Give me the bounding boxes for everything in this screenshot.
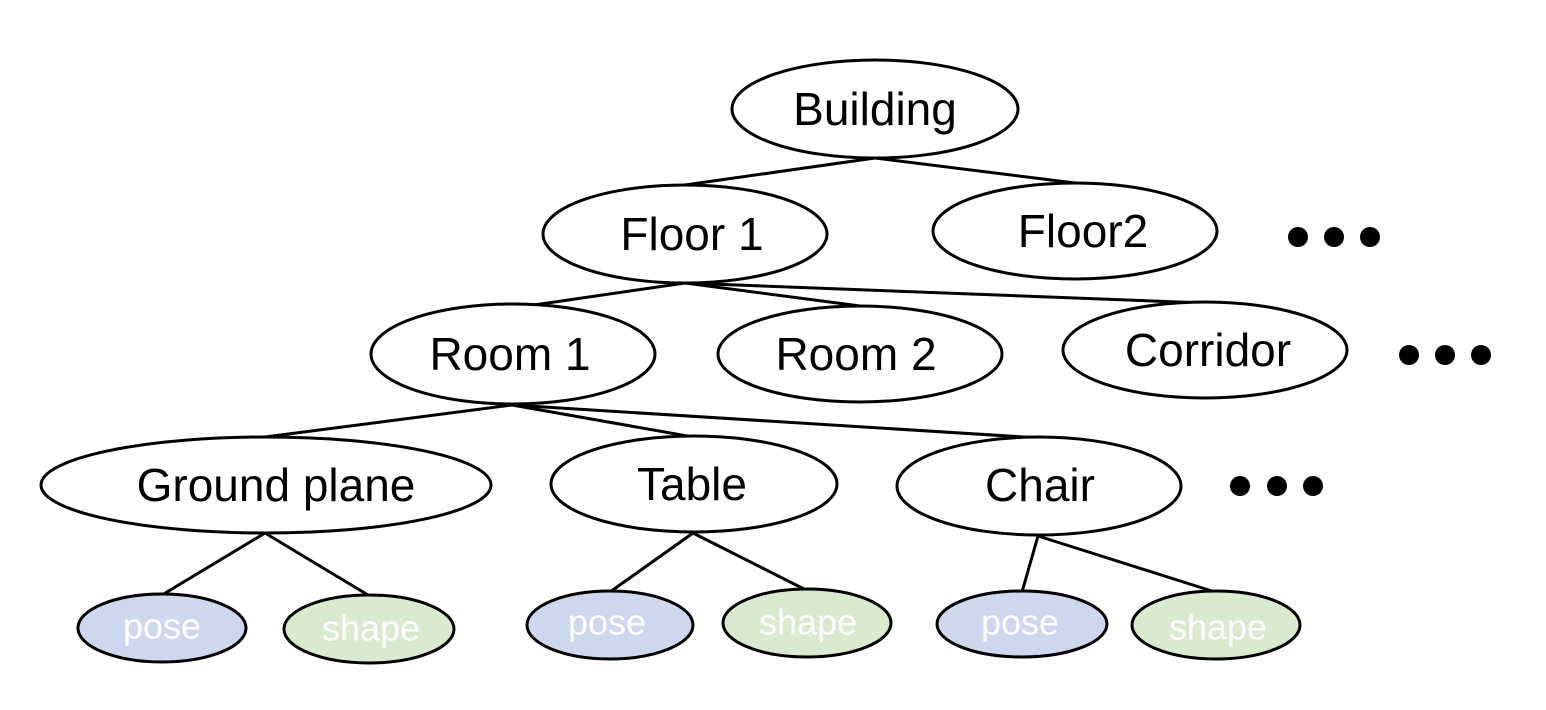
node-label: Floor2	[1018, 205, 1148, 257]
attr-chair-pose: pose	[935, 589, 1109, 659]
node-label: Floor 1	[620, 208, 763, 260]
node-label: Building	[793, 83, 957, 135]
pose-ellipse	[525, 589, 695, 661]
node-ellipse	[716, 304, 1004, 404]
edge-floor1-corridor	[684, 281, 1206, 305]
shape-ellipse	[1130, 589, 1302, 661]
attr-ground-plane-shape: shape	[282, 593, 456, 665]
pose-label: pose	[981, 602, 1059, 643]
node-ellipse	[549, 434, 839, 534]
node-ellipse	[39, 435, 493, 535]
pose-label: pose	[568, 602, 646, 643]
node-chair: Chair	[895, 435, 1183, 537]
edge-room1-table	[511, 403, 694, 439]
node-ground-plane: Ground plane	[39, 435, 493, 535]
edge-chair-pose	[1020, 535, 1040, 593]
edge-ground-plane-shape	[264, 531, 369, 597]
node-room-2: Room 2	[716, 304, 1004, 404]
pose-ellipse	[76, 592, 248, 664]
edge-floor1-room1	[526, 281, 686, 308]
node-label: Room 1	[429, 328, 590, 380]
edge-room1-chair	[511, 403, 1041, 440]
edge-table-shape	[692, 531, 807, 592]
node-ellipse	[931, 181, 1219, 281]
node-ellipse	[369, 302, 657, 406]
node-floor-2: Floor2	[931, 181, 1219, 281]
node-label: Ground plane	[137, 459, 416, 511]
edges	[161, 156, 1216, 597]
node-ellipse	[1061, 300, 1349, 400]
edge-table-pose	[609, 531, 694, 594]
node-corridor: Corridor	[1061, 300, 1349, 400]
attr-chair-shape: shape	[1130, 589, 1302, 661]
attr-table-shape: shape	[721, 587, 893, 659]
edge-building-floor2	[874, 156, 1076, 185]
pose-label: pose	[123, 606, 201, 647]
node-building: Building	[730, 58, 1020, 160]
attr-ground-plane-pose: pose	[76, 592, 248, 664]
node-label: Chair	[985, 459, 1095, 511]
ellipsis-rooms-icon	[1399, 345, 1491, 365]
node-label: Room 2	[775, 328, 936, 380]
ellipsis-floors-icon	[1288, 227, 1380, 247]
node-ellipse	[541, 183, 829, 285]
node-ellipse	[895, 435, 1183, 537]
shape-label: shape	[1169, 607, 1267, 648]
ellipsis-objects-icon	[1230, 476, 1323, 496]
node-label: Corridor	[1125, 324, 1291, 376]
shape-label: shape	[759, 602, 857, 643]
edge-ground-plane-pose	[161, 531, 266, 597]
attr-table-pose: pose	[525, 589, 695, 661]
edge-building-floor1	[684, 156, 876, 187]
edge-chair-shape	[1037, 534, 1216, 594]
shape-ellipse	[721, 587, 893, 659]
node-floor-1: Floor 1	[541, 183, 829, 285]
shape-label: shape	[322, 608, 420, 649]
node-ellipse	[730, 58, 1020, 160]
edge-room1-ground-plane	[264, 403, 513, 439]
node-label: Table	[637, 458, 747, 510]
shape-ellipse	[282, 593, 456, 665]
node-table: Table	[549, 434, 839, 534]
pose-ellipse	[935, 589, 1109, 659]
edge-floor1-room2	[684, 281, 861, 308]
node-room-1: Room 1	[369, 302, 657, 406]
